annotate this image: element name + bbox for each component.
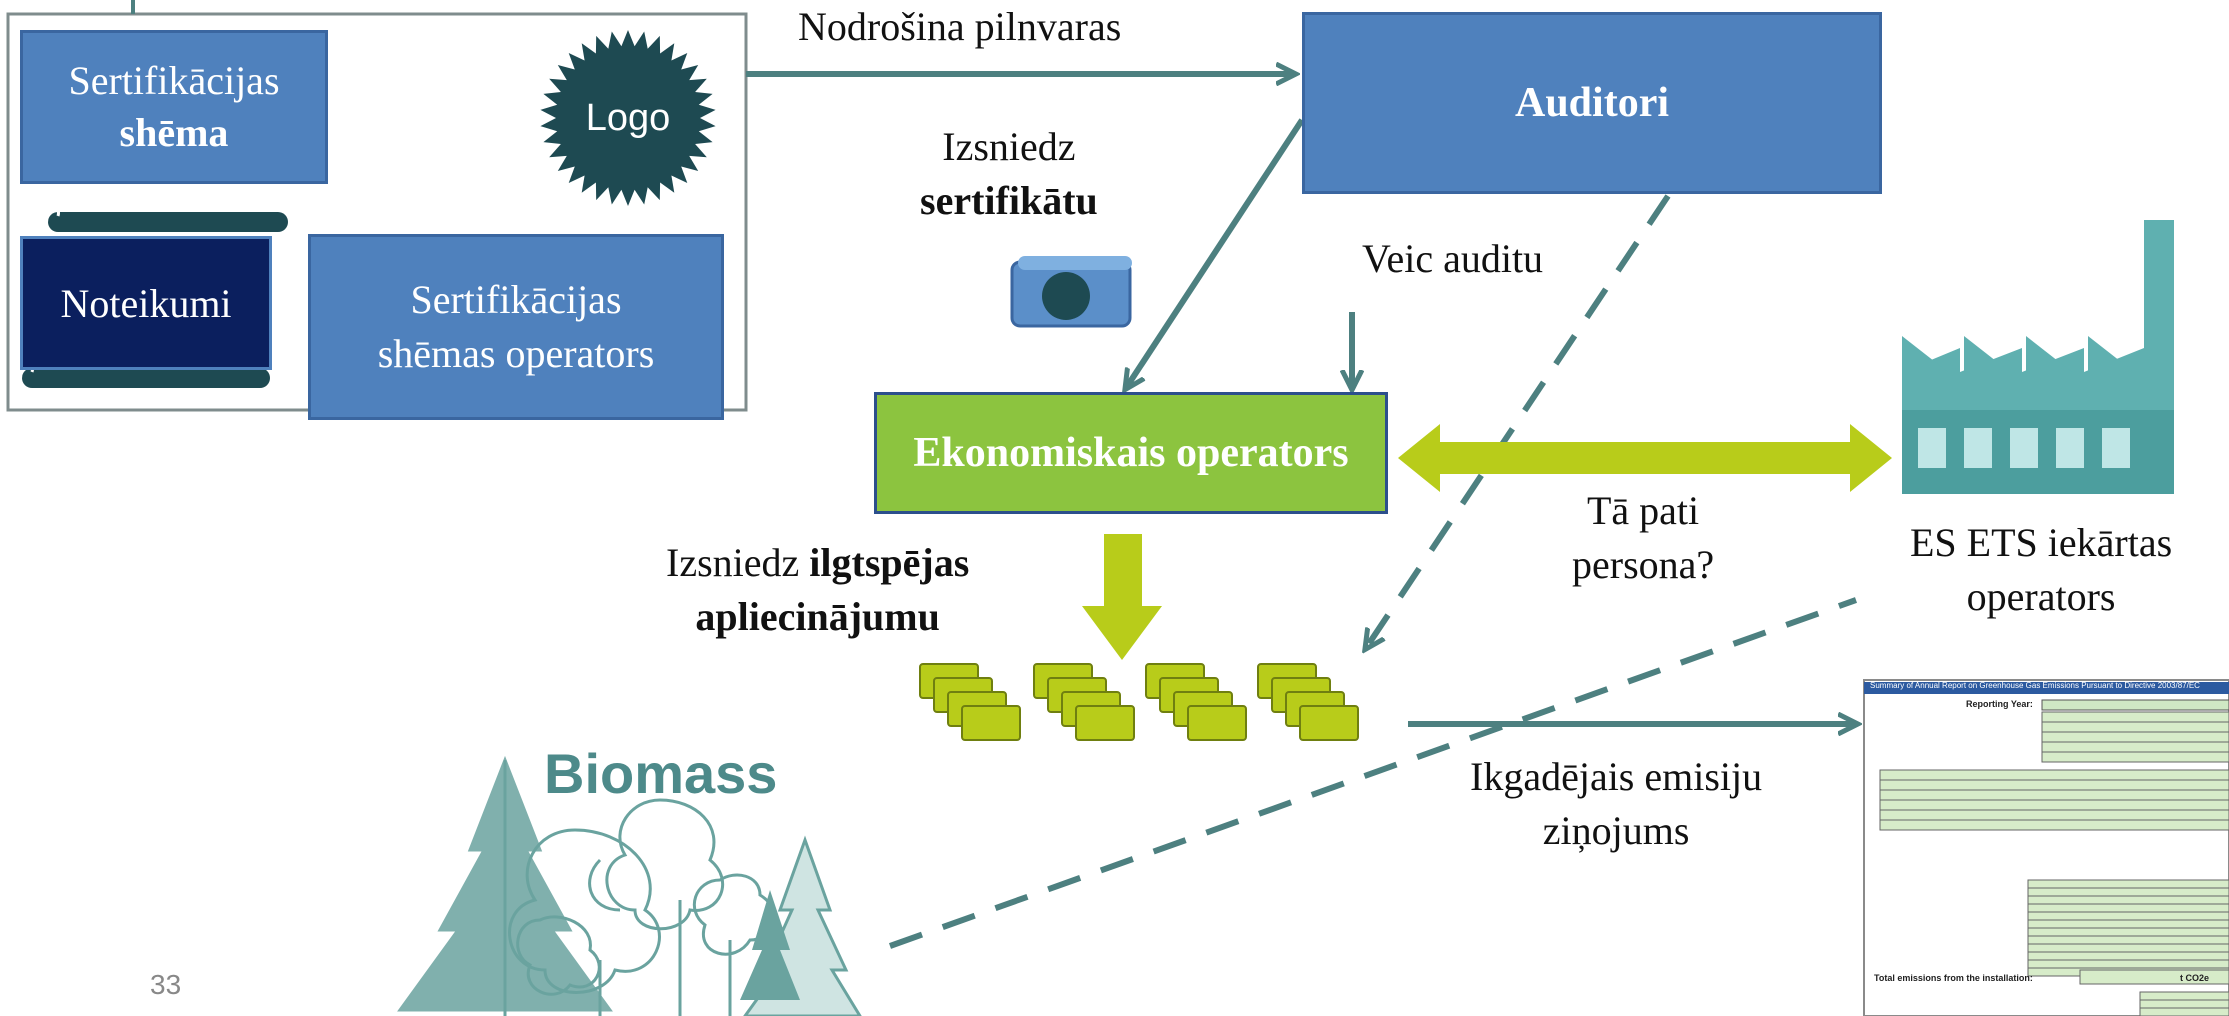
issues-proof-word: Izsniedz: [666, 540, 800, 585]
issues-proof-bold: ilgtspējas: [809, 540, 970, 585]
report-table-cell: [2041, 721, 2229, 733]
ets-operator-line1: ES ETS iekārtas: [1910, 520, 2173, 565]
scheme-line2: shēma: [119, 110, 229, 155]
sustainability-proofs-stack-icon: [919, 663, 1359, 741]
report-doc-unit: t CO2e: [2180, 973, 2210, 983]
emission-report-document-icon: [1863, 679, 2229, 1016]
proof-document-sheet: [1187, 705, 1247, 741]
rules-box: Noteikumi: [20, 236, 272, 370]
report-table-cell: [2139, 999, 2229, 1009]
scroll-icon: [12, 202, 288, 388]
report-table-cell: [2041, 731, 2229, 743]
scheme-operator-line1: Sertifikācijas: [410, 277, 622, 322]
report-doc-year: Reporting Year:: [1966, 699, 2033, 709]
report-table-cell: [2041, 741, 2229, 753]
report-table-cell: [1879, 769, 2229, 781]
logo-label: Logo: [548, 88, 708, 148]
report-table-cell: [2139, 1007, 2229, 1016]
logo-badge-icon: [540, 30, 716, 206]
report-table-cell: [2041, 711, 2229, 723]
report-table-cell: [2027, 927, 2229, 937]
report-table-cell: [2027, 903, 2229, 913]
certificate-scroll-icon: [1010, 256, 1132, 328]
report-table-cell: [2027, 959, 2229, 969]
proof-document-sheet: [961, 705, 1021, 741]
report-table-cell: [2027, 895, 2229, 905]
scheme-operator-box: Sertifikācijas shēmas operators: [308, 234, 724, 420]
issues-certificate-line2: sertifikātu: [920, 178, 1098, 223]
issues-proof-line1: Izsniedz ilgtspējas: [666, 536, 969, 590]
report-table-cell: [2079, 969, 2229, 985]
auditors-label: Auditori: [1514, 80, 1669, 126]
issue-proof-down-arrow: [1082, 534, 1162, 660]
page-number: 33: [150, 969, 182, 1000]
report-table-cell: [2041, 751, 2229, 763]
dashed-line-biomass-to-ets: [888, 597, 1858, 949]
annual-report-label: Ikgadējais emisiju ziņojums: [1470, 750, 1762, 858]
report-table-cell: [1879, 809, 2229, 821]
report-table-cell: [2027, 951, 2229, 961]
report-table-cell: [2027, 935, 2229, 945]
auditors-box: Auditori: [1302, 12, 1882, 194]
report-table-cell: [1879, 819, 2229, 831]
report-doc-total: Total emissions from the installation:: [1874, 973, 2033, 983]
report-table-cell: [2027, 943, 2229, 953]
annual-report-line1: Ikgadējais emisiju: [1470, 754, 1763, 799]
certification-scheme-box: Sertifikācijas shēma: [20, 30, 328, 184]
same-person-double-arrow: [1398, 424, 1892, 492]
report-table-cell: [2027, 919, 2229, 929]
report-table-cell: [1879, 779, 2229, 791]
authorizes-label: Nodrošina pilnvaras: [798, 4, 1122, 49]
issues-proof-line2: apliecinājumu: [695, 594, 940, 639]
report-table-cell: [2027, 879, 2229, 889]
report-table-cell: [2139, 991, 2229, 1001]
arrow-auditors-to-proofs: [1366, 194, 1671, 648]
economic-operator-box: Ekonomiskais operators: [874, 392, 1388, 514]
arrow-issues-certificate: [1126, 118, 1305, 388]
economic-operator-label: Ekonomiskais operators: [913, 430, 1349, 476]
audit-label: Veic auditu: [1362, 236, 1544, 281]
biomass-label: Biomass: [544, 742, 778, 805]
rules-label: Noteikumi: [60, 280, 232, 326]
report-table-cell: [1879, 789, 2229, 801]
issues-certificate-line1: Izsniedz: [942, 124, 1076, 169]
proof-document-sheet: [1075, 705, 1135, 741]
report-table-cell: [2027, 887, 2229, 897]
logo-text: Logo: [585, 96, 671, 139]
factory-icon: [1902, 220, 2174, 494]
issues-certificate-label: Izsniedz sertifikātu: [920, 120, 1098, 228]
scheme-line1: Sertifikācijas: [68, 58, 280, 103]
ets-operator-label: ES ETS iekārtas operators: [1910, 516, 2172, 624]
same-person-line2: persona?: [1572, 542, 1715, 587]
issues-proof-label: Izsniedz ilgtspējas apliecinājumu: [666, 536, 969, 644]
forest-illustration: [397, 755, 862, 1016]
report-table-cell: [1879, 799, 2229, 811]
same-person-line1: Tā pati: [1586, 488, 1700, 533]
annual-report-line2: ziņojums: [1542, 808, 1690, 853]
proof-document-sheet: [1299, 705, 1359, 741]
report-doc-title: Summary of Annual Report on Greenhouse G…: [1870, 681, 2200, 690]
report-table-cell: [2027, 911, 2229, 921]
same-person-label: Tā pati persona?: [1572, 484, 1714, 592]
scheme-operator-line2: shēmas operators: [377, 331, 655, 376]
ets-operator-line2: operators: [1966, 574, 2116, 619]
